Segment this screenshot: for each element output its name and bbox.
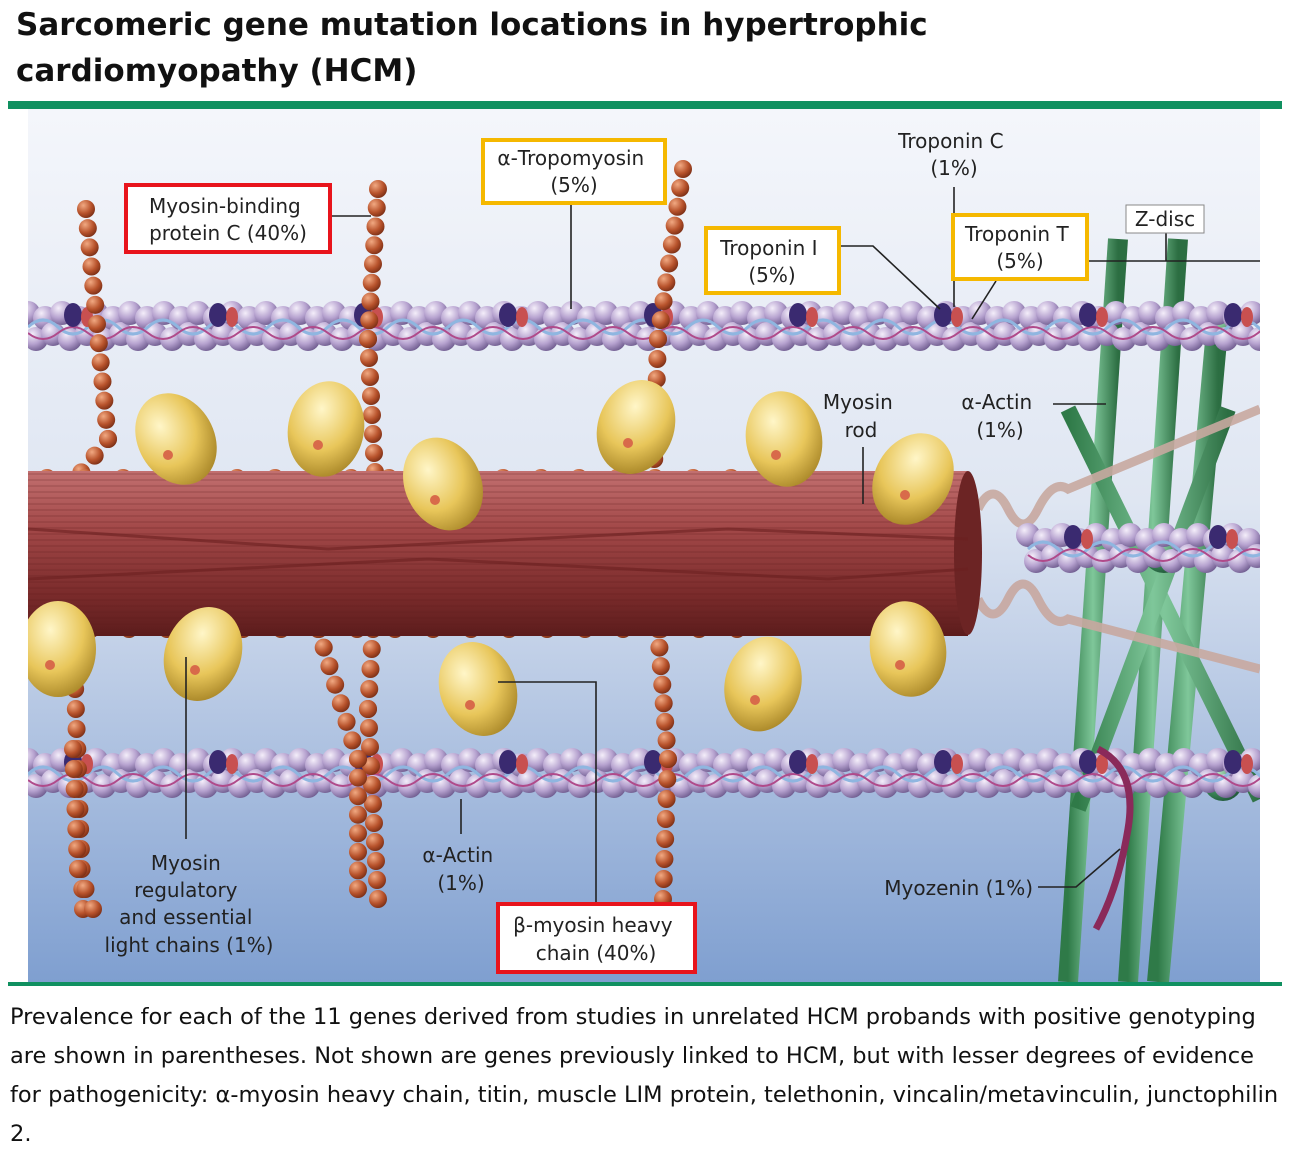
troponin-t-box — [951, 213, 1089, 281]
mybpc-box — [124, 183, 332, 254]
z-disc-box — [1125, 204, 1205, 234]
myosin-thick-filament — [28, 471, 982, 636]
beta-myosin-box — [496, 902, 697, 974]
sarcomere-figure: Myosin-binding protein C (40%) α-Tropomy… — [28, 109, 1260, 982]
myosin-heads — [28, 380, 954, 736]
troponin-i-label: Troponin I (5%) — [719, 236, 824, 287]
myozenin-label: Myozenin (1%) — [884, 876, 1033, 900]
actin-bottom-label: α-Actin (1%) — [422, 843, 499, 895]
tropomyosin-label: α-Tropomyosin (5%) — [497, 146, 650, 197]
beta-myosin-label: β-myosin heavy chain (40%) — [513, 913, 679, 965]
light-chains-label: Myosin regulatory and essential light ch… — [105, 851, 274, 957]
page-title: Sarcomeric gene mutation locations in hy… — [16, 7, 928, 89]
troponin-t-label: Troponin T (5%) — [964, 222, 1075, 273]
leader-lines — [185, 187, 1260, 904]
troponin-i-box — [704, 226, 841, 295]
top-divider — [8, 101, 1282, 109]
tropomyosin-box — [481, 138, 667, 205]
myozenin-strand — [1092, 745, 1134, 931]
troponin-c-label: Troponin C (1%) — [897, 129, 1010, 180]
myosin-rod-label: Myosin rod — [823, 390, 899, 442]
z-disc-label: Z-disc — [1135, 207, 1195, 231]
bottom-divider — [8, 982, 1282, 986]
mybpc-label: Myosin-binding protein C (40%) — [149, 194, 307, 245]
actin-right-label: α-Actin (1%) — [961, 390, 1038, 442]
figure-caption: Prevalence for each of the 11 genes deri… — [10, 1004, 1279, 1147]
